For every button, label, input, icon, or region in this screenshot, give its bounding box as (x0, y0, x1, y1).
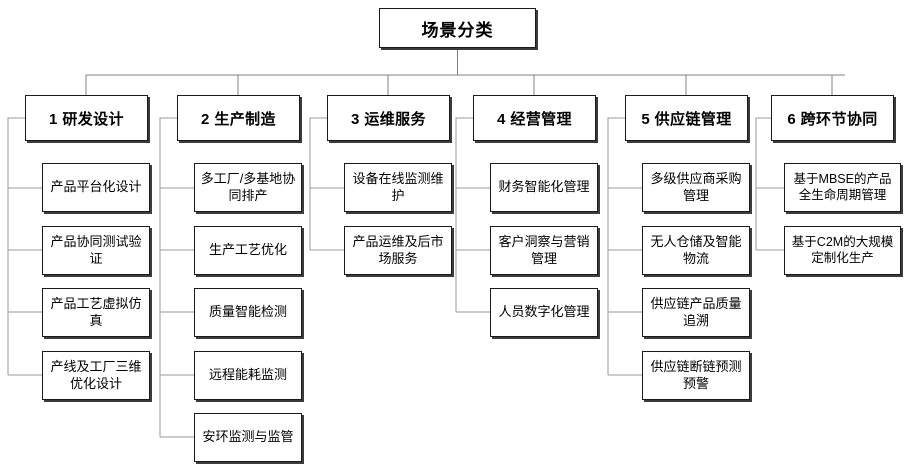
leaf-node-5-4[interactable]: 供应链断链预测预警 (642, 351, 750, 400)
leaf-node-2-3[interactable]: 质量智能检测 (194, 288, 302, 337)
category-node-4-label: 4 经营管理 (497, 110, 572, 128)
category-node-6[interactable]: 6 跨环节协同 (771, 95, 894, 141)
leaf-node-3-1-label: 设备在线监测维护 (352, 171, 444, 203)
leaf-node-1-3[interactable]: 产品工艺虚拟仿真 (42, 288, 150, 337)
category-node-3[interactable]: 3 运维服务 (327, 95, 450, 141)
leaf-node-2-5-label: 安环监测与监管 (202, 429, 294, 445)
leaf-node-4-2-label: 客户洞察与营销管理 (498, 234, 590, 266)
leaf-node-2-3-label: 质量智能检测 (208, 304, 287, 320)
leaf-node-5-3-label: 供应链产品质量追溯 (650, 296, 742, 328)
leaf-node-6-1[interactable]: 基于MBSE的产品全生命周期管理 (784, 163, 901, 212)
leaf-node-3-1[interactable]: 设备在线监测维护 (344, 163, 452, 212)
leaf-node-1-4-label: 产线及工厂三维优化设计 (50, 359, 142, 391)
root-node-label: 场景分类 (421, 20, 494, 40)
leaf-node-2-5[interactable]: 安环监测与监管 (194, 413, 302, 462)
leaf-node-4-1[interactable]: 财务智能化管理 (490, 163, 598, 212)
leaf-node-4-2[interactable]: 客户洞察与营销管理 (490, 226, 598, 275)
category-node-2[interactable]: 2 生产制造 (177, 95, 300, 141)
leaf-node-1-1-label: 产品平台化设计 (50, 179, 142, 195)
leaf-node-2-2[interactable]: 生产工艺优化 (194, 226, 302, 275)
category-node-1[interactable]: 1 研发设计 (25, 95, 148, 141)
leaf-node-2-2-label: 生产工艺优化 (208, 242, 287, 258)
leaf-node-6-2[interactable]: 基于C2M的大规模定制化生产 (784, 226, 901, 275)
leaf-node-4-3-label: 人员数字化管理 (498, 304, 590, 320)
category-node-4[interactable]: 4 经营管理 (473, 95, 596, 141)
leaf-node-2-1[interactable]: 多工厂/多基地协同排产 (194, 163, 302, 212)
spine-cat-3 (309, 117, 327, 250)
leaf-node-2-1-label: 多工厂/多基地协同排产 (200, 171, 296, 203)
spine-cat-6 (755, 117, 771, 250)
spine-cat-5 (607, 117, 625, 375)
leaf-node-5-1[interactable]: 多级供应商采购管理 (642, 163, 750, 212)
spine-cat-2 (159, 117, 177, 437)
category-node-1-label: 1 研发设计 (49, 110, 124, 128)
category-node-5[interactable]: 5 供应链管理 (625, 95, 748, 141)
leaf-node-5-1-label: 多级供应商采购管理 (650, 171, 742, 203)
leaf-node-1-1[interactable]: 产品平台化设计 (42, 163, 150, 212)
leaf-node-3-2[interactable]: 产品运维及后市场服务 (344, 226, 452, 275)
leaf-node-5-2-label: 无人仓储及智能物流 (650, 234, 742, 266)
leaf-node-6-2-label: 基于C2M的大规模定制化生产 (791, 234, 894, 265)
category-node-3-label: 3 运维服务 (351, 110, 426, 128)
leaf-node-1-3-label: 产品工艺虚拟仿真 (50, 296, 142, 328)
root-node[interactable]: 场景分类 (379, 8, 536, 48)
leaf-node-4-1-label: 财务智能化管理 (498, 179, 590, 195)
leaf-node-2-4-label: 远程能耗监测 (208, 367, 287, 383)
category-node-5-label: 5 供应链管理 (641, 110, 732, 128)
leaf-node-5-3[interactable]: 供应链产品质量追溯 (642, 288, 750, 337)
spine-cat-4 (455, 117, 473, 312)
leaf-node-3-2-label: 产品运维及后市场服务 (352, 234, 444, 266)
category-node-6-label: 6 跨环节协同 (787, 110, 878, 128)
category-node-2-label: 2 生产制造 (201, 110, 276, 128)
leaf-node-6-1-label: 基于MBSE的产品全生命周期管理 (793, 171, 892, 202)
leaf-node-4-3[interactable]: 人员数字化管理 (490, 288, 598, 337)
spine-cat-1 (7, 117, 25, 375)
leaf-node-5-2[interactable]: 无人仓储及智能物流 (642, 226, 750, 275)
leaf-node-1-4[interactable]: 产线及工厂三维优化设计 (42, 351, 150, 400)
leaf-node-5-4-label: 供应链断链预测预警 (650, 359, 742, 391)
leaf-node-1-2[interactable]: 产品协同测试验证 (42, 226, 150, 275)
leaf-node-2-4[interactable]: 远程能耗监测 (194, 351, 302, 400)
leaf-node-1-2-label: 产品协同测试验证 (50, 234, 142, 266)
